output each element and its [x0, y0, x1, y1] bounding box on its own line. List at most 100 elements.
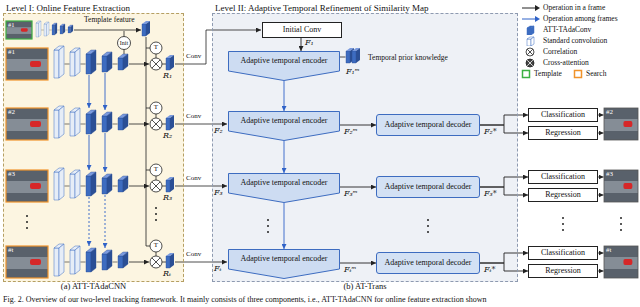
wire [162, 186, 166, 187]
connector-arrow [340, 263, 376, 264]
panel-caption: (a) ATT-TAdaCNN [4, 282, 183, 292]
frame-row [6, 240, 227, 278]
block-label: Initial Conv [283, 25, 321, 34]
panel-ground [3, 13, 184, 282]
correlation-symbol [150, 180, 162, 192]
search-frame [6, 108, 48, 140]
block-label: Adaptive temporal encoder [240, 116, 327, 125]
encoder-shape [229, 250, 340, 279]
connector-arrow [284, 141, 285, 173]
connector-arrow [480, 177, 528, 187]
conv-box: Initial Conv [262, 22, 342, 38]
wire [162, 124, 166, 125]
output-image [604, 108, 638, 140]
legend-text: Search [586, 69, 606, 79]
encoder-block: Adaptive temporal encoder [228, 111, 340, 141]
wire [129, 64, 149, 65]
wire [162, 64, 166, 65]
panel-ground [212, 13, 518, 282]
block-label: Adaptive temporal decoder [384, 182, 471, 191]
wire [598, 133, 604, 134]
frame-number: #2 [8, 109, 15, 117]
wire [105, 133, 106, 172]
map-label: Fₜ* [484, 266, 496, 275]
wire [129, 262, 149, 263]
map-label: Fₜᵐ [344, 266, 356, 275]
connector-arrow [340, 125, 376, 126]
frame-number: #2 [606, 109, 613, 117]
frame-number: #3 [606, 171, 613, 179]
legend-swatch [521, 69, 531, 79]
map-label: F₂ [214, 127, 223, 136]
panel-heading: Level II: Adaptive Temporal Refinement o… [215, 3, 428, 13]
block-label: Classification [541, 248, 585, 257]
output-image [604, 170, 638, 202]
legend-text: Correlation [543, 47, 577, 57]
legend-swatch [521, 3, 541, 13]
legend-line [522, 8, 536, 9]
legend-text: ATT-TAdaConv [543, 25, 591, 35]
wire [146, 170, 150, 171]
search-image [6, 108, 48, 140]
transform-circle [150, 164, 162, 176]
connector-arrow [340, 187, 376, 188]
legend-symbol [527, 60, 533, 66]
map-label: F₁ᵐ [346, 68, 360, 77]
map-label: F₂* [484, 128, 497, 137]
correlation-symbol [150, 118, 162, 130]
frame-row [6, 102, 227, 140]
legend-swatch [521, 36, 541, 46]
wire [156, 54, 157, 58]
decoder-block: Adaptive temporal decoder [376, 114, 480, 136]
map-label: R₁ [163, 72, 172, 81]
cnn-chain [54, 168, 128, 200]
map-label: F₃ᵐ [344, 190, 358, 199]
legend-text: Operation among frames [543, 14, 618, 24]
transform-label: T [154, 242, 158, 250]
legend-square [523, 71, 530, 78]
legend-swatch [521, 58, 541, 68]
correlation-symbol [150, 256, 162, 268]
transform-circle [150, 42, 162, 54]
output-frames [598, 108, 638, 278]
wire [146, 37, 147, 246]
search-frame [6, 246, 48, 278]
legend-cube [527, 28, 531, 35]
similarity-map [166, 177, 174, 192]
legend-line [522, 19, 536, 20]
transform-label: T [154, 104, 158, 112]
init-label: Init [120, 40, 128, 47]
conv-label: Conv [186, 53, 201, 61]
block-label: Regression [545, 128, 581, 137]
search-image [6, 48, 48, 80]
encoder-shape [229, 174, 340, 203]
wire [340, 57, 346, 58]
block-label: Adaptive temporal encoder [240, 178, 327, 187]
map-label: R₃ [163, 194, 172, 203]
legend-cube [527, 39, 531, 46]
encoder-shape [229, 52, 340, 81]
wire [156, 176, 157, 180]
encoder-outline [228, 249, 340, 279]
cnn-chain [54, 244, 128, 276]
wire [175, 186, 227, 187]
panel-heading: Level I: Online Feature Extraction [6, 3, 130, 13]
encoder-outline [228, 51, 340, 81]
head-box: Regression [528, 126, 598, 140]
encoder-shape [229, 112, 340, 141]
connector-arrow [480, 115, 528, 125]
wire [89, 197, 90, 246]
frame-row [6, 30, 261, 80]
frame-number: #t [606, 247, 611, 255]
legend: Operation in a frameOperation among fram… [521, 3, 639, 83]
connector-arrow [301, 38, 302, 51]
wire [105, 195, 106, 248]
template-frame [6, 21, 32, 39]
wire [146, 48, 150, 49]
map-label: F₂ᵐ [344, 128, 358, 137]
connector-arrow [284, 203, 285, 249]
legend-arrowhead [535, 5, 540, 11]
connector-arrow [284, 81, 285, 111]
figure-caption: Fig. 2. Overview of our two-level tracki… [3, 296, 487, 305]
legend-swatch [521, 14, 541, 24]
